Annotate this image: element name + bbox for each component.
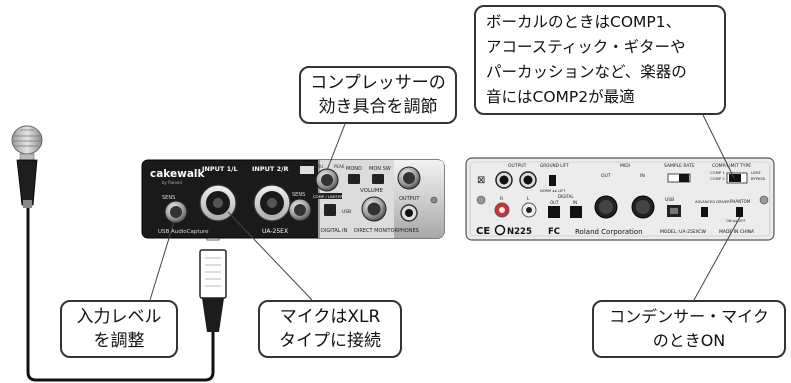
- sample-rate-label: SAMPLE RATE: [664, 163, 695, 169]
- norm-lift-label: NORM ◂ ▸ LIFT: [540, 189, 566, 193]
- callout-comp-type: ボーカルのときはCOMP1、 アコースティック・ギターや パーカッションなど、楽…: [474, 5, 726, 115]
- phantom-switch[interactable]: [736, 207, 743, 217]
- bypass-label: BYPASS: [751, 176, 766, 181]
- ce-mark: CE: [476, 226, 490, 237]
- callout-input-level: 入力レベル を調整: [60, 300, 178, 358]
- input2-label: INPUT 2/R: [252, 165, 289, 173]
- model-label-front: UA-25EX: [262, 228, 288, 235]
- model-label-rear: MODEL: UA-25EXCW: [660, 229, 707, 235]
- midi-label: MIDI: [620, 163, 630, 169]
- comp-limit-type-label: COMP/LIMIT TYPE: [712, 163, 751, 169]
- xlr-plug: [199, 249, 227, 332]
- rear-output-label: OUTPUT: [508, 163, 527, 169]
- callout-compressor-line-1: コンプレッサーの: [310, 73, 446, 93]
- callout-xlr-line-1: マイクはXLR: [279, 307, 381, 327]
- sens-label-1: SENS: [162, 195, 175, 201]
- mono-button[interactable]: [348, 174, 360, 184]
- rear-panel: OUTPUT GROUND LIFT MIDI SAMPLE RATE COMP…: [465, 157, 775, 241]
- leader-lines: [149, 114, 741, 301]
- digital-label: DIGITAL: [558, 194, 574, 199]
- phantom-on-off-label: ON ◂ ▸ OFF: [726, 219, 746, 223]
- microphone: [11, 125, 215, 382]
- comp-limiter-label: COMP / LIMITER: [313, 194, 343, 199]
- leader-input-level: [149, 221, 175, 301]
- callout-xlr-line-2: タイプに接続: [279, 331, 381, 351]
- advanced-driver-label: ADVANCED DRIVER: [695, 200, 730, 204]
- digital-out-label: OUT: [550, 200, 559, 205]
- mic-handle: [16, 159, 38, 206]
- advanced-driver-switch[interactable]: [701, 207, 708, 217]
- thru-label: THRU: [311, 164, 323, 169]
- direct-monitor-label: DIRECT MONITOR: [354, 228, 399, 234]
- optical-in-port[interactable]: [570, 206, 582, 218]
- sens-label-2: SENS: [292, 192, 305, 198]
- rca-l-label: L: [527, 196, 530, 202]
- mon-sw-button[interactable]: [372, 174, 384, 184]
- callout-input-level-line-1: 入力レベル: [76, 307, 162, 327]
- mic-cable: [26, 205, 215, 382]
- comp1-label: COMP 1: [710, 170, 725, 175]
- output-label-front: OUTPUT: [399, 196, 420, 202]
- volume-label: VOLUME: [360, 188, 384, 194]
- callout-xlr: マイクはXLR タイプに接続: [258, 300, 402, 358]
- made-in-label: MADE IN CHINA: [719, 229, 755, 235]
- callout-comp-type-line-3: パーカッションなど、楽器の: [486, 63, 687, 81]
- digital-in-label: DIGITAL IN: [321, 228, 348, 234]
- usb-label-rear: USB: [665, 197, 674, 203]
- callout-input-level-line-2: を調整: [93, 331, 145, 351]
- phones-label: PHONES: [398, 228, 419, 234]
- leader-xlr: [227, 211, 313, 301]
- usb-audio-label: USB AudioCapture: [158, 229, 209, 235]
- leader-comp-type: [702, 114, 735, 179]
- mono-label: MONO: [346, 166, 362, 172]
- rca-r-label: R: [500, 196, 503, 202]
- front-panel: cakewalk by Roland SENS INPUT 1/L INPUT …: [141, 159, 445, 239]
- fc-mark: FC: [548, 227, 560, 237]
- optical-out-port[interactable]: [548, 206, 560, 218]
- limit-label: LIMIT: [751, 170, 762, 175]
- mon-sw-label: MON SW: [369, 166, 391, 172]
- roland-corp-label: Roland Corporation: [575, 228, 643, 236]
- c-tick-mark: [494, 224, 506, 236]
- ground-lift-label: GROUND LIFT: [540, 163, 569, 168]
- input1-label: INPUT 1/L: [202, 165, 238, 173]
- callout-phantom-line-1: コンデンサー・マイク: [609, 307, 769, 326]
- callout-comp-type-line-4: 音にはCOMP2が最適: [486, 88, 635, 106]
- phantom-label: PHANTOM: [730, 199, 751, 204]
- callout-phantom: コンデンサー・マイク のときON: [592, 300, 786, 358]
- leader-phantom: [693, 216, 741, 301]
- callout-phantom-line-2: のときON: [652, 331, 726, 350]
- midi-in-label: IN: [640, 173, 645, 179]
- usb-label-front: USB: [342, 209, 351, 215]
- callout-compressor-line-2: 効き具合を調節: [318, 97, 438, 117]
- digital-in-label-rear: IN: [573, 200, 577, 205]
- callout-comp-type-line-1: ボーカルのときはCOMP1、: [486, 13, 682, 31]
- brand-logo: cakewalk: [150, 168, 206, 180]
- peak-label: PEAK: [334, 164, 345, 169]
- digital-in-button[interactable]: [324, 204, 336, 216]
- n225-mark: N225: [507, 227, 532, 237]
- midi-out-label: OUT: [601, 173, 611, 179]
- comp2-label: COMP 2: [710, 176, 725, 181]
- brand-sub: by Roland: [162, 180, 182, 185]
- ground-lift-switch[interactable]: [549, 175, 556, 186]
- weee-icon: ⊠: [477, 175, 485, 186]
- leader-compressor: [326, 123, 346, 171]
- callout-compressor: コンプレッサーの 効き具合を調節: [299, 66, 457, 124]
- callout-comp-type-line-2: アコースティック・ギターや: [486, 38, 686, 56]
